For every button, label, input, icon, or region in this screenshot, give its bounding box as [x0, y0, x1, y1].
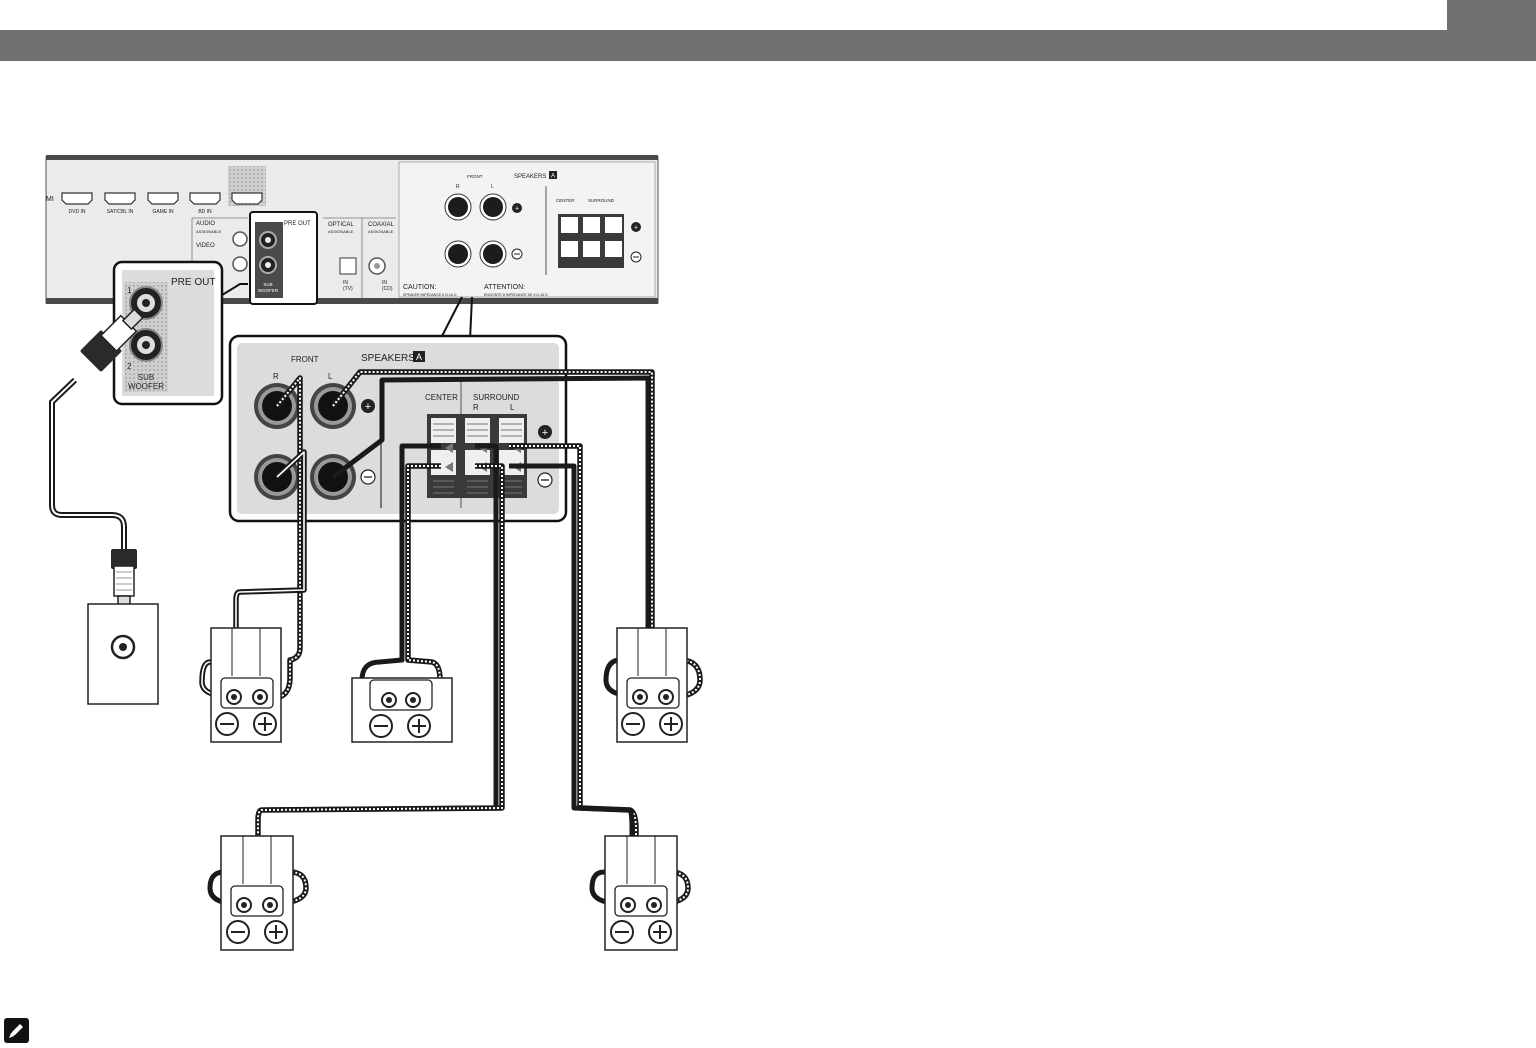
pre-out-label: PRE OUT — [284, 221, 311, 227]
caution-detail: SPEAKER IMPEDANCE 6 Ω-16 Ω — [403, 293, 457, 297]
pre-out-zoom-title: PRE OUT — [171, 277, 215, 288]
hdmi-label: MI — [46, 196, 54, 203]
svg-text:+: + — [365, 401, 371, 413]
sub-woofer-label-2: WOOFER — [258, 288, 279, 293]
hdmi-input-dvd: DVD IN — [69, 209, 86, 215]
zoom-l-label: L — [328, 372, 333, 381]
panel-center-label: CENTER — [556, 198, 575, 203]
subwoofer-cable — [49, 308, 144, 615]
pre-out-jack-1: 1 — [127, 286, 132, 295]
zoom-surround-label: SURROUND — [473, 393, 519, 402]
panel-speakers-label: SPEAKERS — [514, 174, 546, 180]
panel-front-label: FRONT — [467, 174, 483, 179]
header-line — [0, 30, 1447, 32]
audio-assignable: ASSIGNABLE — [196, 229, 222, 234]
panel-speakers-badge: A — [551, 174, 555, 180]
speaker-front-right — [616, 627, 688, 743]
hdmi-input-game: GAME IN — [152, 209, 174, 215]
zoom-center-label: CENTER — [425, 393, 458, 402]
speakers-zoom: FRONT SPEAKERS A R L + CENTER SURROUND R… — [228, 334, 568, 523]
optical-in: IN — [343, 280, 348, 286]
panel-surround-label: SURROUND — [588, 198, 615, 203]
optical-assignable: ASSIGNABLE — [328, 229, 354, 234]
panel-l-label: L — [491, 184, 494, 190]
speaker-front-left — [210, 627, 282, 743]
hdmi-port-icon — [61, 192, 263, 205]
coaxial-assignable: ASSIGNABLE — [368, 229, 394, 234]
audio-label: AUDIO — [196, 221, 215, 227]
speaker-surround-right — [220, 835, 294, 951]
note-pencil-icon — [4, 1018, 29, 1043]
sub-woofer-label-1: SUB — [263, 282, 272, 287]
receiver-rear-panel: MI DVD IN SAT/CBL IN GAME IN BD IN AUDIO… — [45, 155, 659, 305]
pre-out-panel: PRE OUT SUB WOOFER — [249, 211, 318, 305]
hdmi-input-sat: SAT/CBL IN — [107, 209, 134, 215]
panel-r-label: R — [456, 184, 460, 190]
svg-text:+: + — [542, 427, 548, 439]
attention-detail: ENCEINTE D'IMPEDANCE DE 6 Ω-16 Ω — [484, 293, 548, 297]
caution-label: CAUTION: — [403, 284, 437, 291]
pre-out-sub-label-1: SUB — [138, 373, 154, 382]
optical-port-icon — [339, 257, 357, 275]
optical-in-sub: (TV) — [343, 286, 353, 292]
optical-label: OPTICAL — [328, 222, 354, 228]
coaxial-in-sub: (CD) — [382, 286, 393, 292]
speaker-surround-left — [604, 835, 678, 951]
pre-out-sub-label-2: WOOFER — [128, 382, 164, 391]
speaker-center — [351, 677, 453, 743]
hdmi-input-bd: BD IN — [198, 209, 212, 215]
zoom-front-label: FRONT — [291, 355, 319, 364]
attention-label: ATTENTION: — [484, 284, 525, 291]
header-bar — [0, 32, 1536, 61]
header-tab — [1447, 0, 1536, 32]
video-label: VIDEO — [196, 243, 215, 249]
pre-out-jack-2: 2 — [127, 362, 132, 371]
svg-text:+: + — [634, 225, 638, 232]
subwoofer-box — [87, 603, 159, 705]
pre-out-zoom: PRE OUT 1 2 SUB WOOFER — [112, 260, 224, 406]
zoom-surround-r: R — [473, 403, 479, 412]
coaxial-label: COAXIAL — [368, 222, 395, 228]
speaker-terminal-icon — [427, 414, 527, 498]
coaxial-in: IN — [382, 280, 387, 286]
svg-text:+: + — [515, 206, 519, 213]
zoom-speakers-badge: A — [416, 352, 422, 362]
zoom-speakers-label: SPEAKERS — [361, 353, 415, 364]
zoom-surround-l: L — [510, 403, 515, 412]
zoom-r-label: R — [273, 372, 279, 381]
